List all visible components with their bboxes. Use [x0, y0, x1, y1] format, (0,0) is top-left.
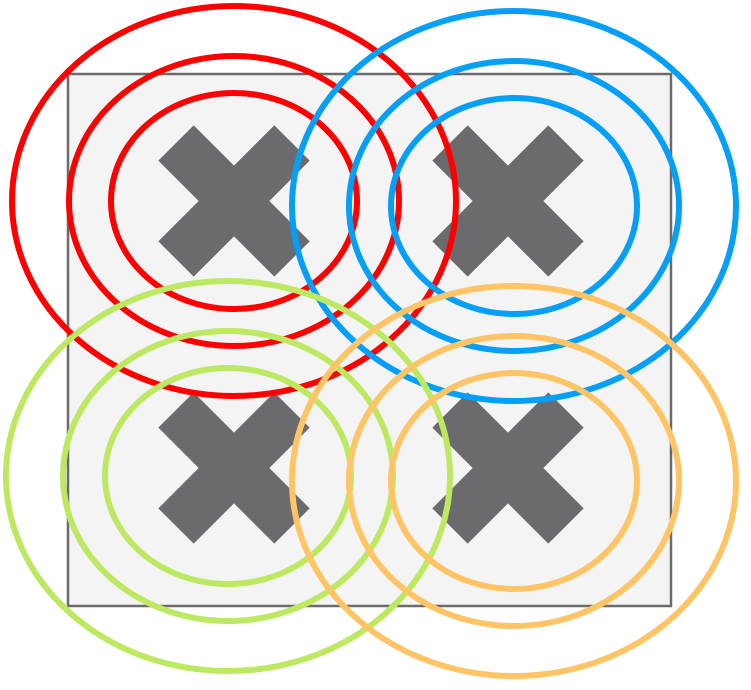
x-icon — [158, 125, 310, 277]
bottom-left-cross-stroke-2 — [158, 392, 310, 544]
top-left-cross-stroke-2 — [158, 125, 310, 277]
rings-layer — [3, 3, 739, 679]
top-left-ring-2 — [66, 53, 402, 349]
bottom-left-ring-1 — [3, 278, 453, 674]
x-icon — [158, 392, 310, 544]
bottom-right-ring-1 — [289, 283, 739, 679]
top-right-cross-stroke-2 — [432, 125, 584, 277]
top-right-ring-2 — [346, 58, 682, 354]
bottom-right-cross-stroke-2 — [432, 392, 584, 544]
top-left-ring-1 — [9, 3, 459, 399]
bottom-right-ring-3 — [388, 370, 640, 592]
top-left-ring-3 — [108, 90, 360, 312]
x-icon — [432, 392, 584, 544]
bottom-right-ring-2 — [346, 333, 682, 629]
top-right-ring-3 — [388, 95, 640, 317]
x-icon — [432, 125, 584, 277]
top-right-ring-1 — [289, 8, 739, 404]
crosses-layer — [158, 125, 584, 544]
